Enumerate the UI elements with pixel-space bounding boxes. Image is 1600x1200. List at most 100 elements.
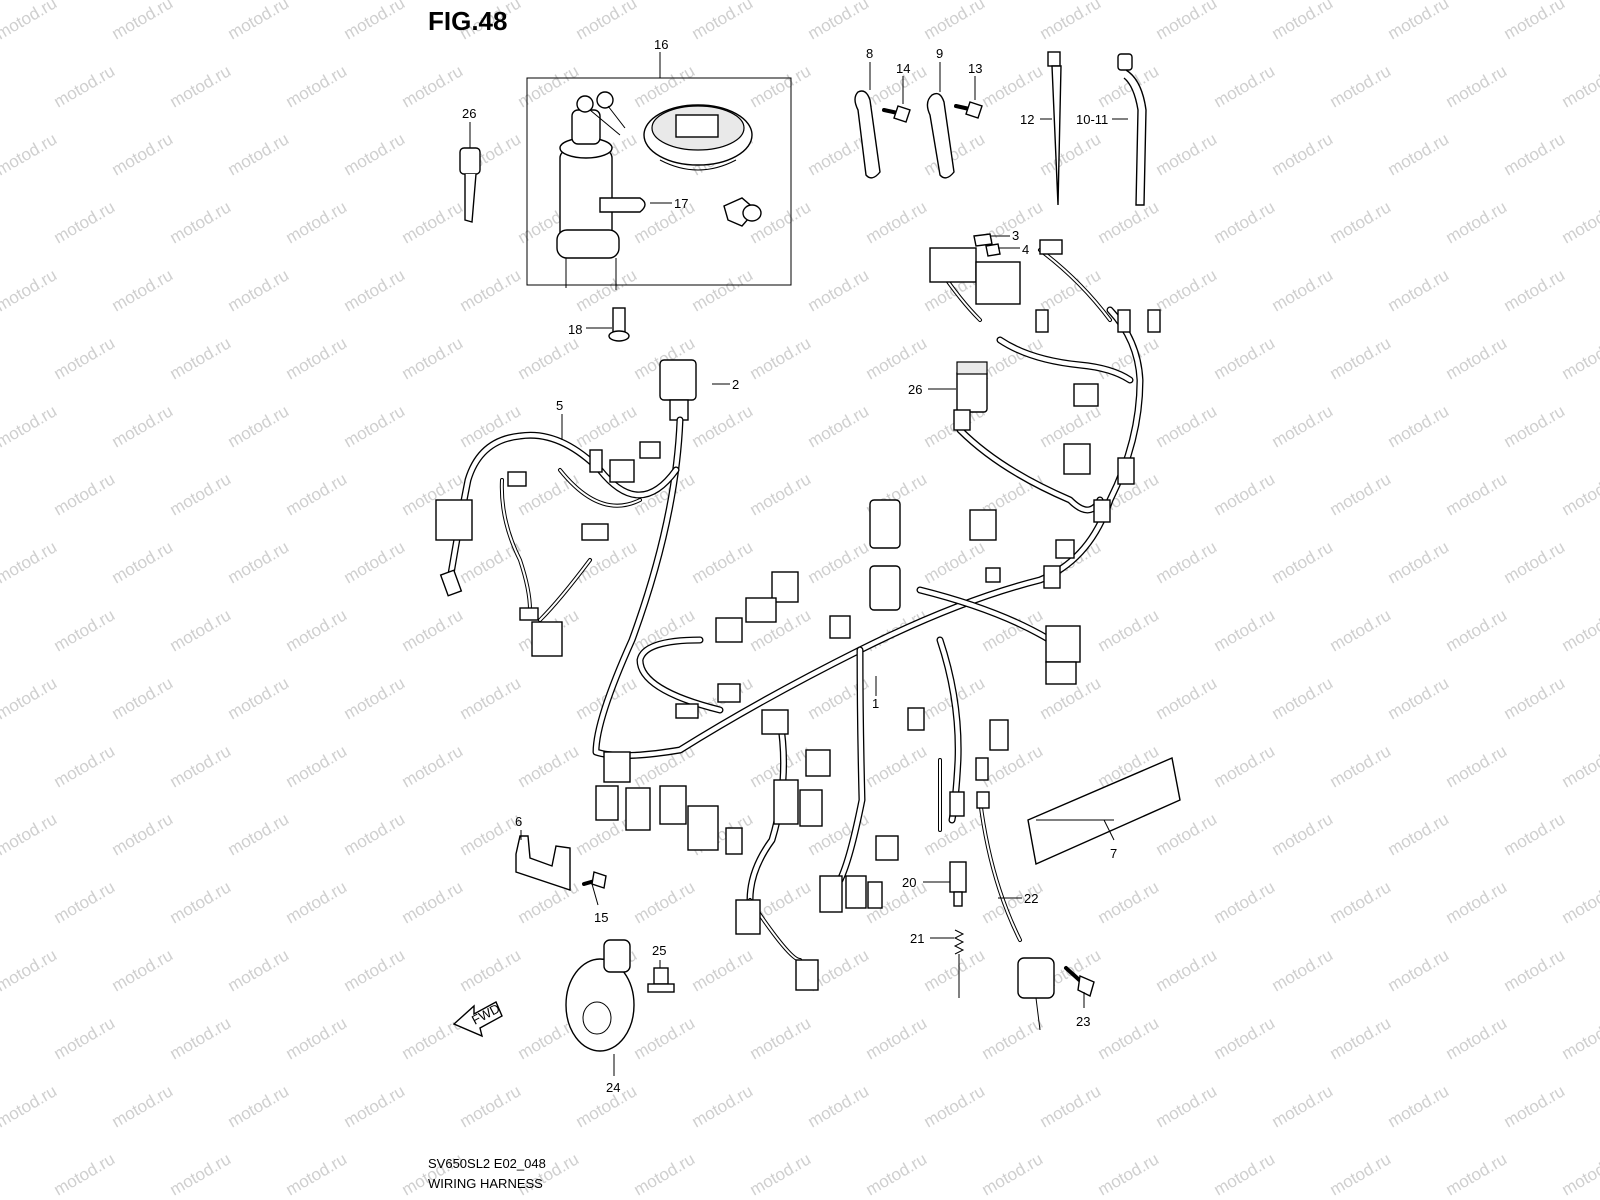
watermark-text: motod.ru [1153, 129, 1221, 179]
watermark-text: motod.ru [1385, 809, 1453, 859]
callout-13: 13 [968, 61, 982, 76]
watermark-text: motod.ru [225, 537, 293, 587]
watermark-text: motod.ru [0, 129, 60, 179]
watermark-text: motod.ru [1037, 1081, 1105, 1131]
watermark-text: motod.ru [1501, 0, 1569, 43]
callout-16: 16 [654, 37, 668, 52]
watermark-text: motod.ru [1443, 197, 1511, 247]
figure-title: FIG.48 [428, 6, 507, 36]
watermark-text: motod.ru [1501, 945, 1569, 995]
watermark-text: motod.ru [0, 537, 60, 587]
callout-24: 25 [652, 943, 666, 958]
watermark-text: motod.ru [1269, 265, 1337, 315]
callout-4: 4 [1022, 242, 1029, 257]
callout-9: 9 [936, 46, 943, 61]
clip-3-drawing [973, 233, 993, 247]
watermark-text: motod.ru [805, 265, 873, 315]
watermark-text: motod.ru [573, 401, 641, 451]
watermark-text: motod.ru [1153, 809, 1221, 859]
callout-25: 26 [908, 382, 922, 397]
watermark-text: motod.ru [573, 265, 641, 315]
watermark-text: motod.ru [1327, 741, 1395, 791]
watermark-text: motod.ru [1269, 809, 1337, 859]
watermark-text: motod.ru [1095, 1149, 1163, 1199]
watermark-text: motod.ru [1559, 61, 1600, 111]
callout-23: 24 [606, 1080, 620, 1095]
watermark-text: motod.ru [1269, 945, 1337, 995]
watermark-text: motod.ru [1095, 877, 1163, 927]
watermark-text: motod.ru [0, 61, 2, 111]
watermark-text: motod.ru [631, 1149, 699, 1199]
watermark-text: motod.ru [921, 945, 989, 995]
watermark-text: motod.ru [341, 129, 409, 179]
watermark-text: motod.ru [1095, 605, 1163, 655]
harness-connectors [435, 239, 1161, 991]
watermark-text: motod.ru [109, 0, 177, 43]
watermark-text: motod.ru [1153, 673, 1221, 723]
watermark-text: motod.ru [747, 61, 815, 111]
watermark-text: motod.ru [167, 741, 235, 791]
watermark-text: motod.ru [399, 877, 467, 927]
watermark-text: motod.ru [1559, 197, 1600, 247]
watermark-text: motod.ru [1559, 333, 1600, 383]
watermark-text: motod.ru [1385, 401, 1453, 451]
watermark-text: motod.ru [1443, 741, 1511, 791]
watermark-text: motod.ru [631, 1013, 699, 1063]
watermark-text: motod.ru [747, 469, 815, 519]
spring-drawing [953, 929, 965, 998]
watermark-text: motod.ru [1559, 605, 1600, 655]
watermark-text: motod.ru [1501, 537, 1569, 587]
watermark-text: motod.ru [1501, 1081, 1569, 1131]
cable-tie-10-11-drawing [1117, 53, 1147, 206]
watermark-text: motod.ru [283, 197, 351, 247]
watermark-text: motod.ru [1443, 877, 1511, 927]
watermark-text: motod.ru [225, 673, 293, 723]
bolt-13-drawing [954, 101, 983, 119]
watermark-text: motod.ru [341, 0, 409, 43]
watermark-text: motod.ru [1559, 1149, 1600, 1199]
callout-10-11: 10-11 [1076, 112, 1108, 127]
watermark-text: motod.ru [747, 1013, 815, 1063]
watermark-text: motod.ru [109, 129, 177, 179]
watermark-text: motod.ru [283, 61, 351, 111]
watermark-text: motod.ru [167, 197, 235, 247]
bolt-15-drawing [582, 871, 607, 889]
watermark-text: motod.ru [1385, 673, 1453, 723]
watermark-text: motod.ru [457, 265, 525, 315]
watermark-text: motod.ru [1269, 0, 1337, 43]
watermark-text: motod.ru [167, 61, 235, 111]
watermark-text: motod.ru [1095, 197, 1163, 247]
watermark-text: motod.ru [863, 197, 931, 247]
watermark-text: motod.ru [863, 1013, 931, 1063]
watermark-text: motod.ru [1559, 741, 1600, 791]
watermark-text: motod.ru [1269, 1081, 1337, 1131]
watermark-text: motod.ru [1559, 1013, 1600, 1063]
connector-2-drawing [659, 359, 697, 421]
watermark-text: motod.ru [0, 265, 60, 315]
watermark-text: motod.ru [1385, 537, 1453, 587]
callout-6: 6 [515, 814, 522, 829]
watermark-text: motod.ru [1037, 129, 1105, 179]
watermark-text: motod.ru [1327, 469, 1395, 519]
watermark-text: motod.ru [167, 877, 235, 927]
watermark-text: motod.ru [0, 741, 2, 791]
watermark-text: motod.ru [283, 741, 351, 791]
watermark-text: motod.ru [515, 877, 583, 927]
watermark-text: motod.ru [51, 469, 119, 519]
watermark-text: motod.ru [51, 197, 119, 247]
watermark-text: motod.ru [1211, 333, 1279, 383]
watermark-text: motod.ru [341, 673, 409, 723]
watermark-text: motod.ru [1385, 0, 1453, 43]
watermark-text: motod.ru [457, 673, 525, 723]
callout-18: 18 [568, 322, 582, 337]
watermark-text: motod.ru [341, 265, 409, 315]
watermark-text: motod.ru [457, 1081, 525, 1131]
callout-7: 7 [1110, 846, 1117, 861]
watermark-text: motod.ru [0, 333, 2, 383]
cable-tie-12-drawing [1047, 51, 1062, 206]
callout-2: 2 [732, 377, 739, 392]
watermark-text: motod.ru [283, 877, 351, 927]
watermark-text: motod.ru [51, 333, 119, 383]
watermark-text: motod.ru [0, 605, 2, 655]
